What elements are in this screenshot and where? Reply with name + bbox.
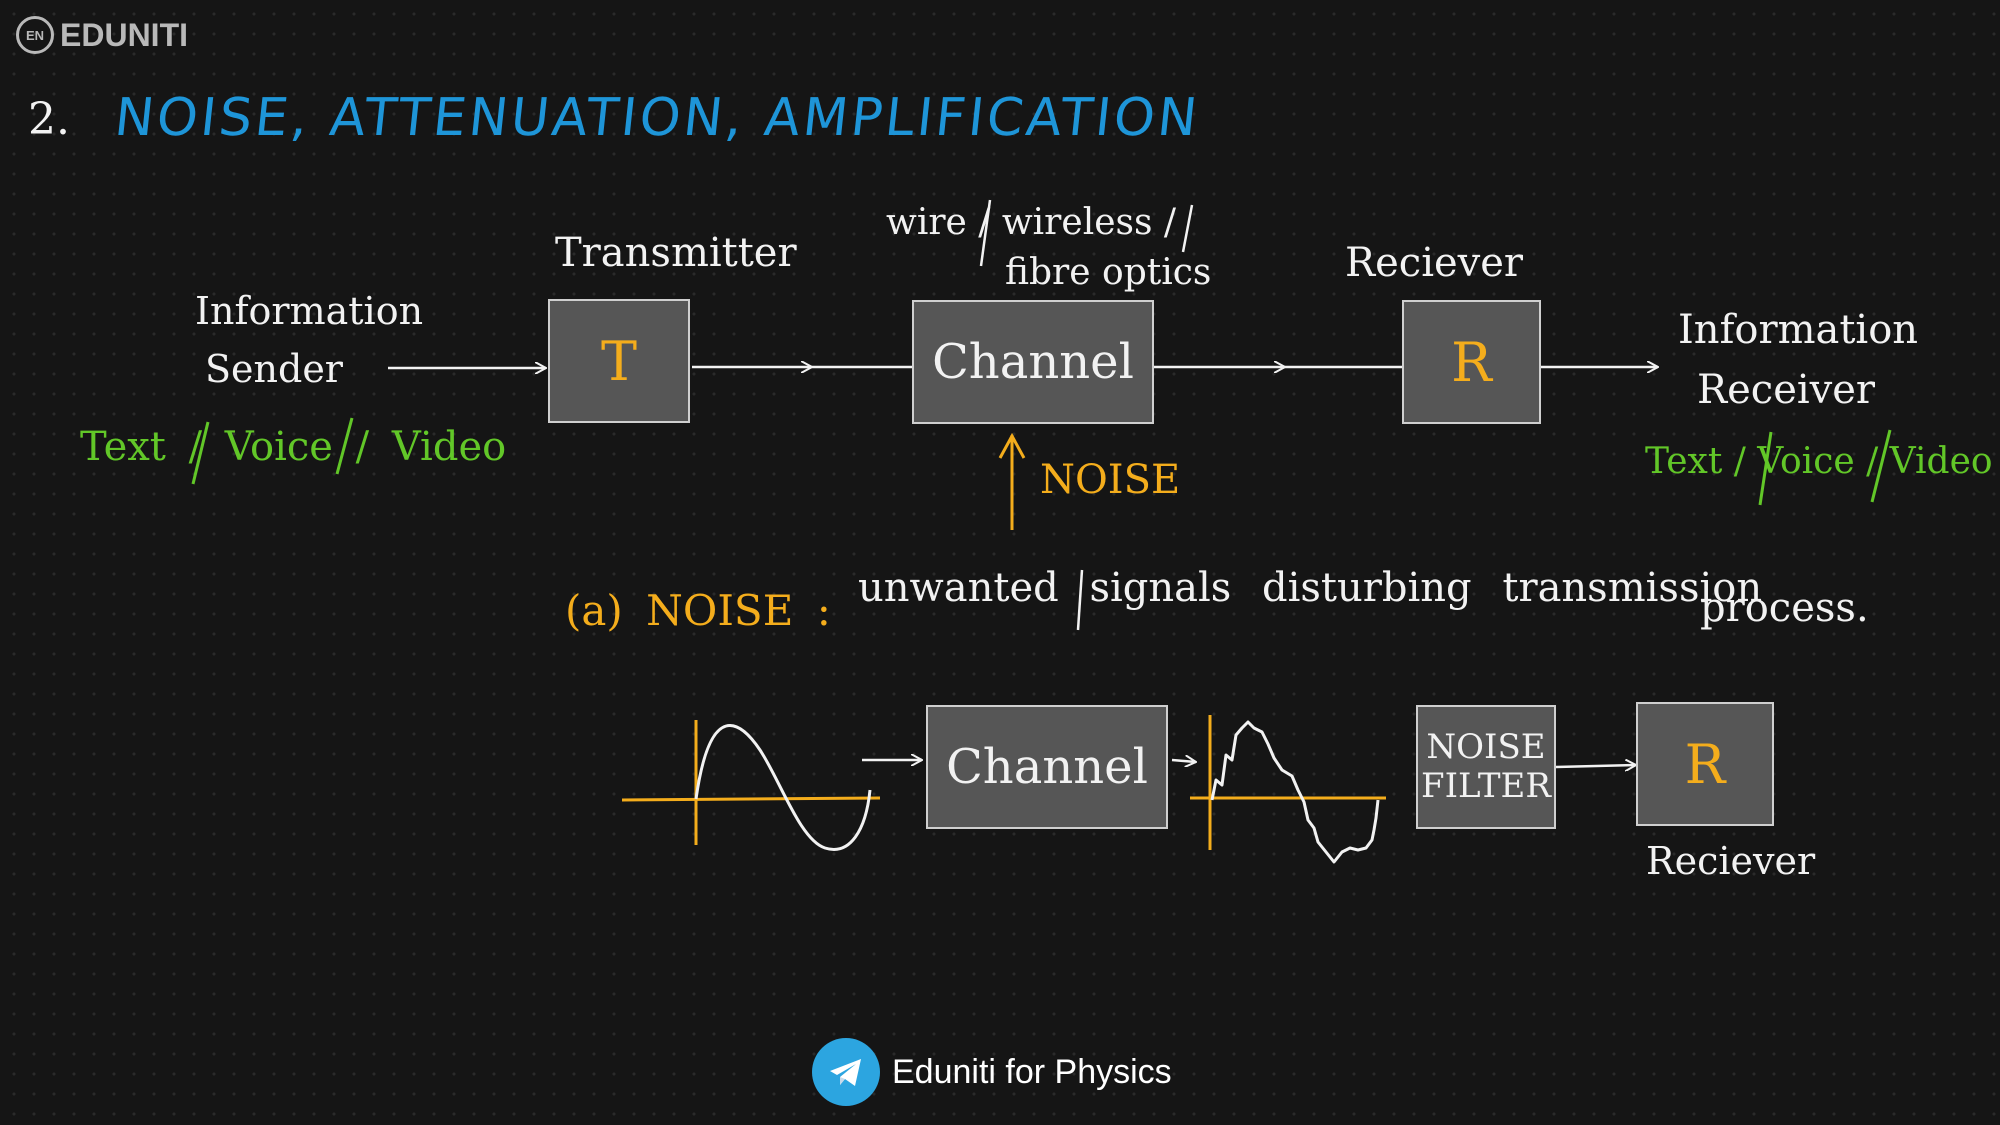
noise-arrow-head: [998, 432, 1026, 459]
eduniti-logo: EN EDUNITI: [16, 16, 188, 54]
sender-types: Text / Voice / Video: [80, 424, 507, 470]
telegram-icon[interactable]: [812, 1038, 880, 1106]
noise-definition-line1: unwanted signals disturbing transmission: [858, 565, 1763, 611]
sender-label-line1: Information: [195, 289, 424, 333]
bottom-receiver-label: Reciever: [1646, 839, 1816, 883]
noise-filter-line1: NOISE: [1426, 726, 1546, 767]
bottom-receiver-box: R: [1636, 702, 1774, 826]
receiver-info-line2: Receiver: [1697, 367, 1876, 413]
bottom-channel-box: Channel: [926, 705, 1168, 829]
noisy-sine-wave: [1210, 720, 1380, 864]
transmitter-box: T: [548, 299, 690, 423]
slash: [1758, 431, 1773, 506]
arrow-filter-to-receiver: [1555, 765, 1636, 767]
noise-filter-box: NOISE FILTER: [1416, 705, 1556, 829]
channel-type-line1: wire / wireless /: [886, 202, 1177, 243]
slash: [979, 199, 992, 267]
noise-definition-prefix: (a) NOISE :: [565, 586, 831, 635]
receiver-box: R: [1402, 300, 1541, 424]
heading-number: 2.: [28, 94, 70, 145]
channel-type-line2: fibre optics: [1005, 252, 1212, 293]
receiver-label: Reciever: [1345, 240, 1524, 286]
slash: [191, 421, 210, 485]
slash: [1870, 429, 1892, 503]
slash: [1076, 569, 1084, 631]
eduniti-logo-icon: EN: [16, 16, 54, 54]
slash: [335, 417, 354, 475]
noise-label: NOISE: [1040, 457, 1181, 503]
noise-filter-line2: FILTER: [1421, 766, 1551, 806]
noise-definition-line2: process.: [1700, 585, 1869, 631]
sender-label-line2: Sender: [205, 347, 343, 391]
logo-name: EDUNITI: [60, 16, 188, 53]
receiver-types: Text / Voice / Video: [1645, 441, 1993, 482]
footer-text[interactable]: Eduniti for Physics: [892, 1052, 1172, 1091]
transmitter-label: Transmitter: [555, 230, 797, 276]
slash: [1181, 204, 1194, 253]
sine-x-axis: [621, 796, 881, 802]
arrow-channel-to-noisy-wave: [1171, 760, 1196, 762]
clean-sine-wave: [694, 724, 872, 851]
receiver-info-line1: Information: [1678, 307, 1919, 353]
channel-box: Channel: [912, 300, 1154, 424]
footer: Eduniti for Physics: [812, 1038, 1172, 1106]
